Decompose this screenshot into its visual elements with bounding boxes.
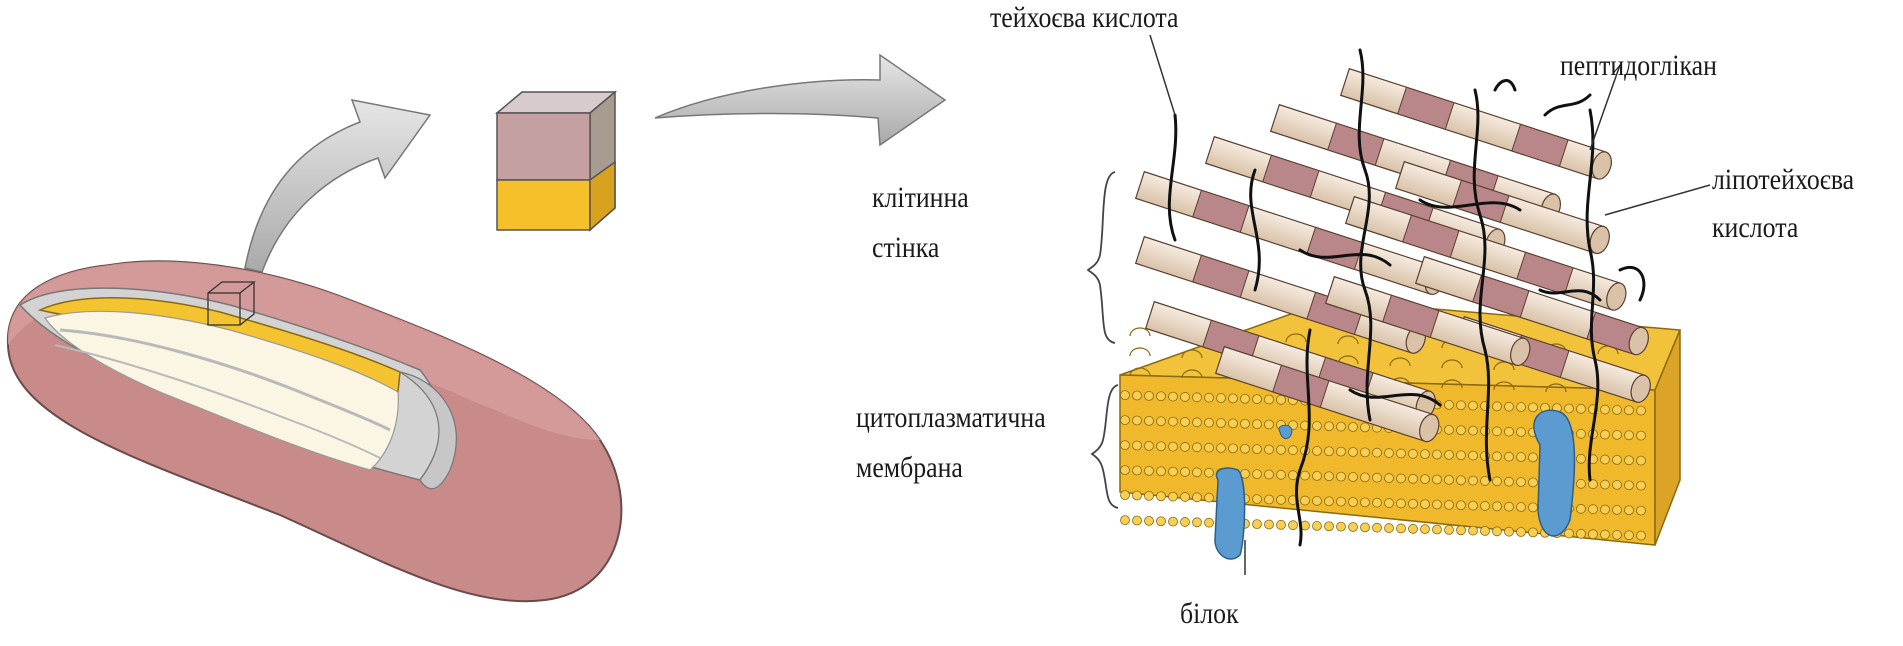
membrane-brace xyxy=(1092,385,1118,508)
label-peptidoglycan: пептидоглікан xyxy=(1560,48,1717,84)
bacterium-cell xyxy=(8,261,621,601)
membrane-protein-small xyxy=(1215,468,1245,559)
label-cell-wall-line1: клітинна xyxy=(872,180,969,216)
label-teichoic-acid: тейхоєва кислота xyxy=(990,0,1178,36)
wall-section-cube xyxy=(497,92,615,230)
cell-wall-brace xyxy=(1088,172,1115,343)
label-cell-wall-line2: стінка xyxy=(872,230,939,266)
label-lipoteichoic-line1: ліпотейхоєва xyxy=(1712,162,1854,198)
label-lipoteichoic-line2: кислота xyxy=(1712,210,1798,246)
label-protein: білок xyxy=(1180,596,1239,632)
arrow-cell-to-cube xyxy=(245,100,430,272)
arrow-cube-to-detail xyxy=(655,55,945,145)
detail-cell-wall xyxy=(1120,50,1680,559)
braces xyxy=(1088,172,1118,508)
membrane-protein-large xyxy=(1534,410,1575,536)
label-membrane-line2: мембрана xyxy=(856,450,963,486)
label-membrane-line1: цитоплазматична xyxy=(856,400,1046,436)
